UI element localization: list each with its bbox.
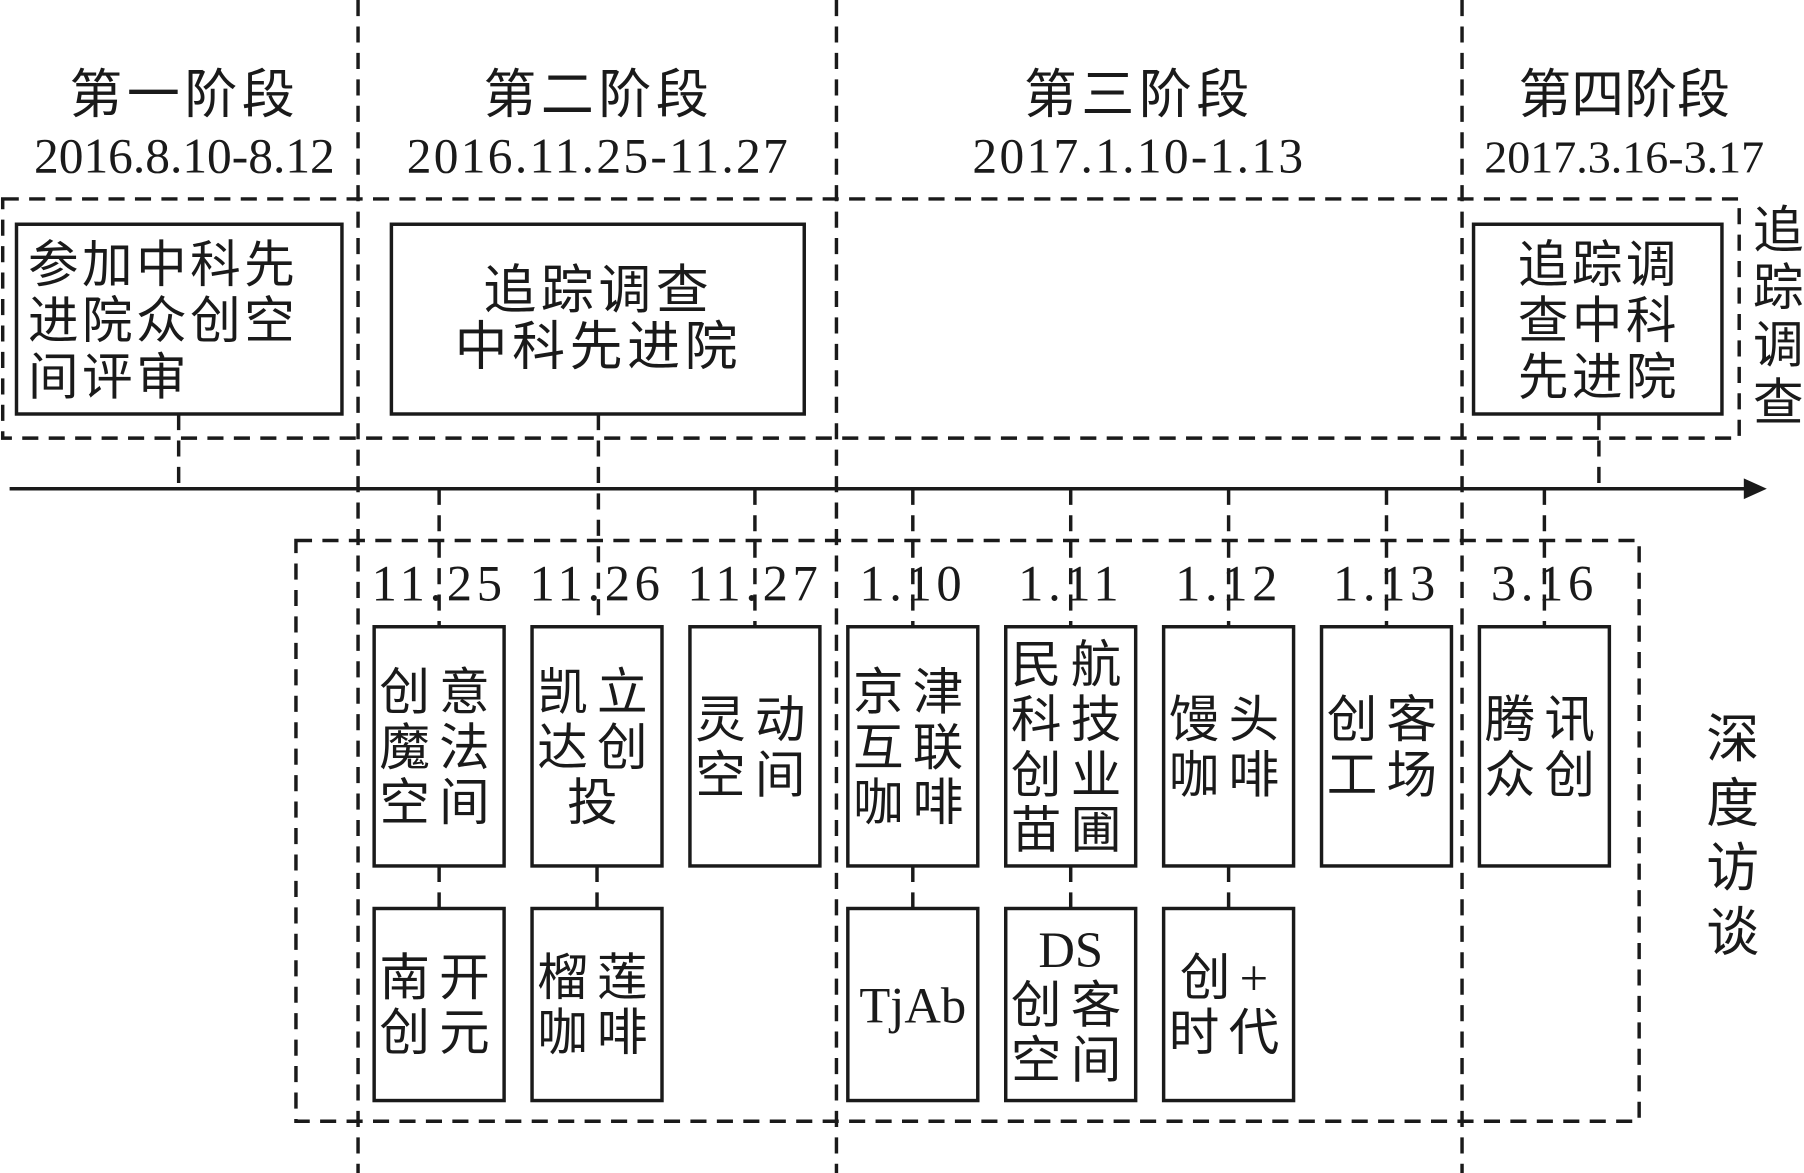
organization-name-line: 南开 (379, 950, 499, 1006)
stage-headers: 第一阶段 2016.8.10-8.12 第二阶段 2016.11.25-11.2… (34, 67, 1764, 184)
organization-name-line: 创元 (379, 1005, 499, 1061)
organization-name-line: 空间 (695, 747, 815, 803)
organization-box (1004, 906, 1138, 1103)
organization-box (846, 906, 980, 1103)
day-date: 11.27 (687, 555, 822, 611)
organization-name-line: 科技 (1011, 692, 1131, 748)
tracking-box-line: 中科先进院 (455, 319, 742, 377)
organization-name-line: 榴莲 (537, 950, 657, 1006)
stage-title: 第二阶段 (483, 67, 713, 125)
organization-name-line: 苗圃 (1011, 803, 1131, 859)
organization-name-line: 空间 (1011, 1033, 1131, 1089)
organization-name-line: 达创 (537, 720, 657, 776)
tracking-box-line: 先进院 (1518, 349, 1680, 405)
organization-name-line: TjAb (859, 977, 966, 1033)
tracking-label-char: 查 (1753, 375, 1804, 431)
organization-box (372, 625, 506, 868)
day-date: 1.13 (1333, 555, 1440, 611)
day-date: 1.10 (859, 555, 966, 611)
tracking-box-line: 进院众创空 (28, 293, 298, 349)
organization-box (688, 625, 822, 868)
organization-box (372, 906, 506, 1103)
stage-separators (356, 0, 1464, 1173)
tracking-box-line: 追踪调 (1518, 237, 1680, 293)
stage-date: 2016.8.10-8.12 (34, 129, 335, 184)
tracking-label: 追踪调查 (1753, 202, 1804, 431)
organization-name-line: 魔法 (379, 720, 499, 776)
organization-box (530, 625, 664, 868)
interview-label: 深度访谈 (1699, 711, 1758, 969)
organization-name-line: 创客 (1011, 977, 1131, 1033)
day-date: 11.25 (372, 555, 507, 611)
day-date: 1.12 (1175, 555, 1282, 611)
tracking-label-char: 追 (1753, 202, 1804, 258)
stage-date: 2017.3.16-3.17 (1484, 132, 1764, 183)
day-date: 1.11 (1018, 555, 1123, 611)
organization-box (846, 625, 980, 868)
tracking-box-stage4 (1471, 222, 1724, 416)
organization-name-line: 馒头 (1169, 692, 1289, 748)
arrow-right-icon (1743, 478, 1767, 500)
stage-title: 第四阶段 (1518, 67, 1730, 125)
organization-name-line: 凯立 (537, 665, 657, 721)
tracking-box-stage1 (14, 222, 344, 416)
organization-name-line: 咖啡 (537, 1005, 657, 1061)
tracking-label-char: 踪 (1753, 260, 1804, 316)
day-date: 11.26 (530, 555, 665, 611)
organization-name-line: 互联 (853, 720, 973, 776)
stage-date: 2017.1.10-1.13 (972, 129, 1305, 184)
stage-title: 第一阶段 (69, 67, 299, 125)
organization-box (1319, 625, 1454, 868)
tracking-label-char: 调 (1753, 317, 1804, 373)
tracking-box-line: 间评审 (28, 349, 190, 405)
organization-name-line: 咖啡 (1169, 747, 1289, 803)
tracking-label: 追踪调查 (1753, 202, 1804, 431)
tracking-region (0, 197, 1741, 440)
tracking-box-line: 查中科 (1518, 293, 1680, 349)
organization-name-line: 腾讯 (1485, 692, 1605, 748)
organization-name-line: 时代 (1169, 1005, 1289, 1061)
organization-name-line: 众创 (1485, 747, 1605, 803)
organization-name-line: DS (1038, 922, 1103, 978)
organization-name-line: 创+ (1180, 950, 1278, 1006)
tracking-box-line: 参加中科先 (28, 237, 298, 293)
organization-name-line: 空间 (379, 775, 499, 831)
organization-name-line: 咖啡 (853, 775, 973, 831)
day-date: 3.16 (1491, 555, 1598, 611)
organization-box (1477, 625, 1612, 868)
organization-name-line: 民航 (1011, 637, 1131, 693)
organization-name-line: 京津 (853, 665, 973, 721)
interview-days: 11.25创意魔法空间南开创元11.26凯立达创投榴莲咖啡11.27灵动空间1.… (372, 488, 1612, 1103)
interview-region (294, 538, 1641, 1123)
organization-box (1161, 906, 1296, 1103)
organization-name-line: 创业 (1011, 747, 1131, 803)
stage-date: 2016.11.25-11.27 (407, 129, 790, 184)
organization-name-line: 灵动 (695, 692, 815, 748)
organization-name-line: 创意 (379, 665, 499, 721)
tracking-box-line: 追踪调查 (483, 262, 713, 320)
stage-title: 第三阶段 (1024, 67, 1254, 125)
organization-box (530, 906, 664, 1103)
organization-name-line: 工场 (1327, 747, 1447, 803)
organization-name-line: 投 (567, 775, 627, 831)
organization-name-line: 创客 (1327, 692, 1447, 748)
